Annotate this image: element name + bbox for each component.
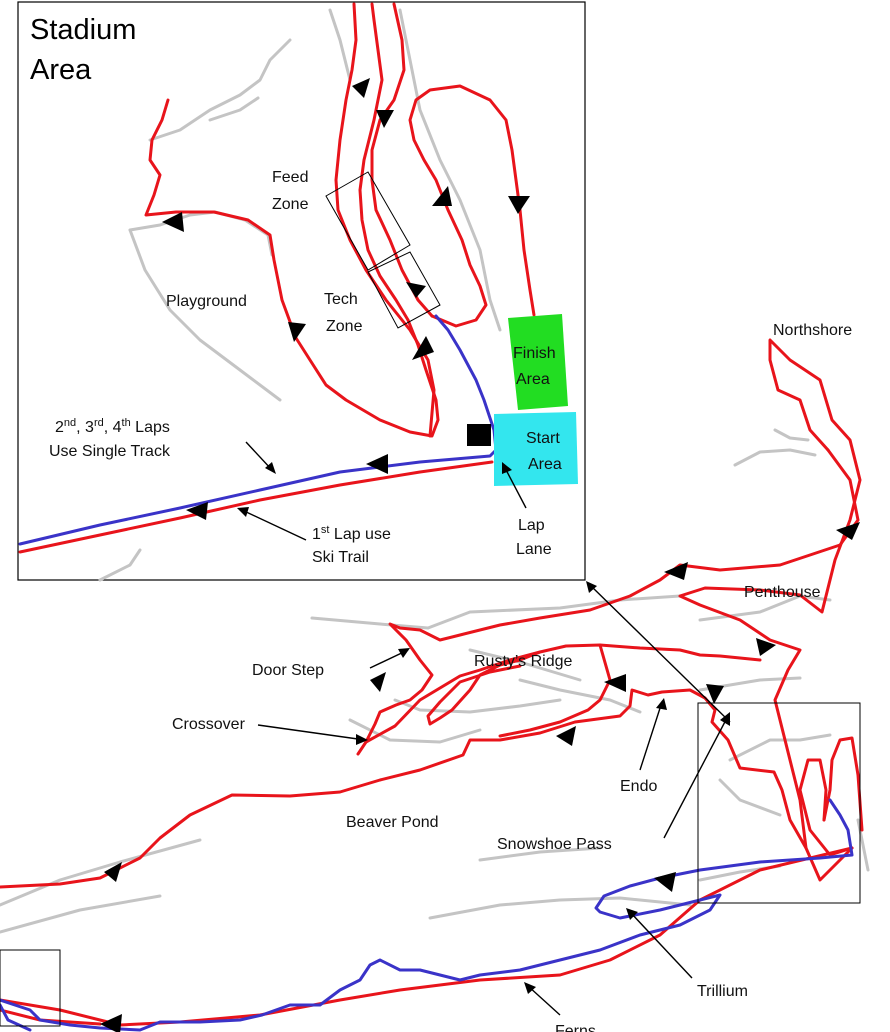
label-first-lap-line2: Ski Trail (312, 549, 369, 566)
arrow-icon (756, 638, 776, 656)
arrow-icon (836, 522, 860, 540)
arrow-icon (376, 110, 394, 128)
label-northshore: Northshore (773, 322, 852, 339)
label-door-step: Door Step (252, 662, 324, 679)
direction-arrows (100, 522, 860, 1032)
label-trillium: Trillium (697, 983, 748, 1000)
label-beaver-pond: Beaver Pond (346, 814, 439, 831)
label-start-area-1: Start (526, 430, 560, 447)
inset-direction-arrows (162, 78, 530, 520)
label-finish-area-2: Area (516, 371, 550, 388)
inset-single-track-route (18, 314, 498, 546)
start-marker-icon (467, 424, 491, 446)
label-crossover: Crossover (172, 716, 246, 733)
label-lap-lane-1: Lap (518, 517, 545, 534)
label-laps-2-4-line1: 2nd, 3rd, 4th Laps (55, 417, 170, 436)
label-feed-zone-1: Feed (272, 169, 308, 186)
label-lap-lane-2: Lane (516, 541, 552, 558)
stadium-locator-box (697, 702, 861, 904)
label-snowshoe-pass: Snowshoe Pass (497, 836, 612, 853)
first-lap-route (0, 338, 864, 1027)
label-laps-2-4-line2: Use Single Track (49, 443, 171, 460)
main-map: Northshore Penthouse Door Step Rusty’s R… (0, 322, 870, 1032)
arrow-icon (366, 454, 388, 474)
label-penthouse: Penthouse (744, 584, 821, 601)
stadium-inset: Stadium Area Feed Zone Tech Zone Playgro… (17, 1, 586, 582)
label-tech-zone-2: Zone (326, 318, 363, 335)
arrow-icon (104, 862, 122, 882)
label-tech-zone-1: Tech (324, 291, 358, 308)
arrow-icon (162, 212, 184, 232)
arrow-icon (664, 562, 688, 580)
label-start-area-2: Area (528, 456, 562, 473)
inset-first-lap-route (18, 2, 536, 554)
finish-area (508, 314, 568, 410)
start-area (494, 412, 578, 486)
feed-zone-box (325, 171, 411, 271)
arrow-icon (604, 674, 626, 692)
inset-title-line1: Stadium (30, 14, 136, 46)
arrow-icon (556, 726, 576, 746)
label-ferns: Ferns (555, 1023, 596, 1032)
small-locator-box (0, 949, 61, 1027)
label-feed-zone-2: Zone (272, 196, 309, 213)
arrow-icon (654, 872, 676, 892)
arrow-icon (508, 196, 530, 214)
arrow-icon (706, 684, 724, 704)
arrow-icon (432, 186, 452, 206)
arrow-icon (352, 78, 370, 98)
label-endo: Endo (620, 778, 657, 795)
arrow-icon (288, 322, 306, 342)
arrow-icon (412, 336, 434, 360)
arrow-icon (406, 282, 426, 298)
label-playground: Playground (166, 293, 247, 310)
label-first-lap-line1: 1st Lap use (312, 524, 391, 543)
label-finish-area-1: Finish (513, 345, 556, 362)
arrow-icon (370, 672, 386, 692)
tech-zone-box (367, 251, 441, 329)
leader-lines (257, 581, 731, 1016)
arrow-icon (100, 1014, 122, 1032)
inset-title-line2: Area (30, 54, 92, 86)
label-rustys-ridge: Rusty’s Ridge (474, 653, 573, 670)
inset-frame (17, 1, 586, 581)
arrow-icon (186, 502, 208, 520)
